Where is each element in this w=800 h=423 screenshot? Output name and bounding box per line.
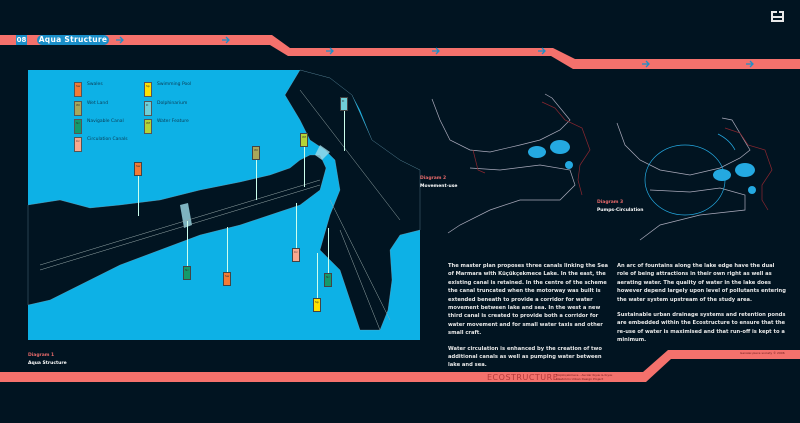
arrow-right-icon [432,47,440,55]
paragraph: The master plan proposes three canals li… [448,263,608,337]
arrow-right-icon [116,36,124,44]
legend-item: Sp Swimming Pool [144,82,191,97]
legend-item: Nc Navigable Canal [74,119,124,134]
diagram2-number: Diagram 2 [420,176,447,181]
legend-item: D Dolphinarium [144,101,187,116]
arrow-icons [116,36,754,68]
marker-leader [304,147,305,187]
legend-swatch: D [144,101,152,116]
diagram3-title: Pumps-Circulation [597,208,644,213]
arrow-right-icon [642,60,650,68]
marker-leader [138,176,139,216]
legend-label: Dolphinarium [157,101,188,106]
map-marker[interactable]: Nc [183,266,191,280]
marker-leader [328,228,329,273]
diagram1-title: Aqua Structure [28,361,67,366]
legend-item: Sw Swales [74,82,103,97]
map-marker[interactable]: Sp [313,298,321,312]
arrow-right-icon [746,60,754,68]
legend-item: Cc Circulation Canals [74,137,128,152]
aqua-structure-map [27,69,421,340]
legend-item: Wl Wet Land [74,101,108,116]
marker-leader [256,160,257,200]
marker-leader [344,111,345,151]
map-marker[interactable]: Wf [300,133,308,147]
diagram-pumps-circulation [616,117,773,241]
section-number: 08 [16,35,27,45]
section-title: Aqua Structure [37,35,109,45]
arrow-right-icon [326,47,334,55]
land-left [27,154,327,306]
legend-swatch: Cc [74,137,82,152]
map-marker[interactable]: D [340,97,348,111]
diagram-movement-use [431,93,591,234]
marker-leader [317,253,318,298]
marker-leader [227,227,228,272]
paragraph: Sustainable urban drainage systems and r… [617,312,786,344]
legend-swatch: Nc [74,119,82,134]
legend-label: Water Feature [157,119,189,124]
diagram1-number: Diagram 1 [28,353,55,358]
diagram3-number: Diagram 3 [597,200,624,205]
map-marker[interactable]: Sw [223,272,231,286]
legend-label: Circulation Canals [87,137,128,142]
arrow-right-icon [222,36,230,44]
legend-label: Swimming Pool [157,82,192,87]
text-column-1: The master plan proposes three canals li… [448,262,612,377]
footer-subtitle: Küçükçekmece - Avcılar Kıyısı & Kıyısı M… [556,373,613,381]
paragraph: Water circulation is enhanced by the cre… [448,345,602,369]
legend-item: Wf Water Feature [144,119,189,134]
marker-leader [296,203,297,248]
bottom-band [0,350,800,382]
legend-swatch: Sw [74,82,82,97]
map-marker[interactable]: Cc [292,248,300,262]
legend-label: Swales [87,82,103,87]
copyright: Gensler-piece society © 2006 [740,351,785,355]
legend-label: Navigable Canal [87,119,124,124]
legend-swatch: Wf [144,119,152,134]
map-marker[interactable]: Nc [324,273,332,287]
footer-brand: ECOSTRUCTURE [487,373,559,382]
paragraph: An arc of fountains along the lake edge … [617,263,786,303]
map-marker[interactable]: Wl [252,146,260,160]
legend-label: Wet Land [87,101,109,106]
text-column-2: An arc of fountains along the lake edge … [617,262,787,352]
marker-leader [187,221,188,266]
land-right [284,69,421,331]
legend-swatch: Wl [74,101,82,116]
brand-logo-icon [771,11,784,22]
legend-swatch: Sp [144,82,152,97]
diagram2-title: Movement-use [420,184,458,189]
arrow-right-icon [538,47,546,55]
map-marker[interactable]: Sw [134,162,142,176]
top-band [0,35,800,69]
